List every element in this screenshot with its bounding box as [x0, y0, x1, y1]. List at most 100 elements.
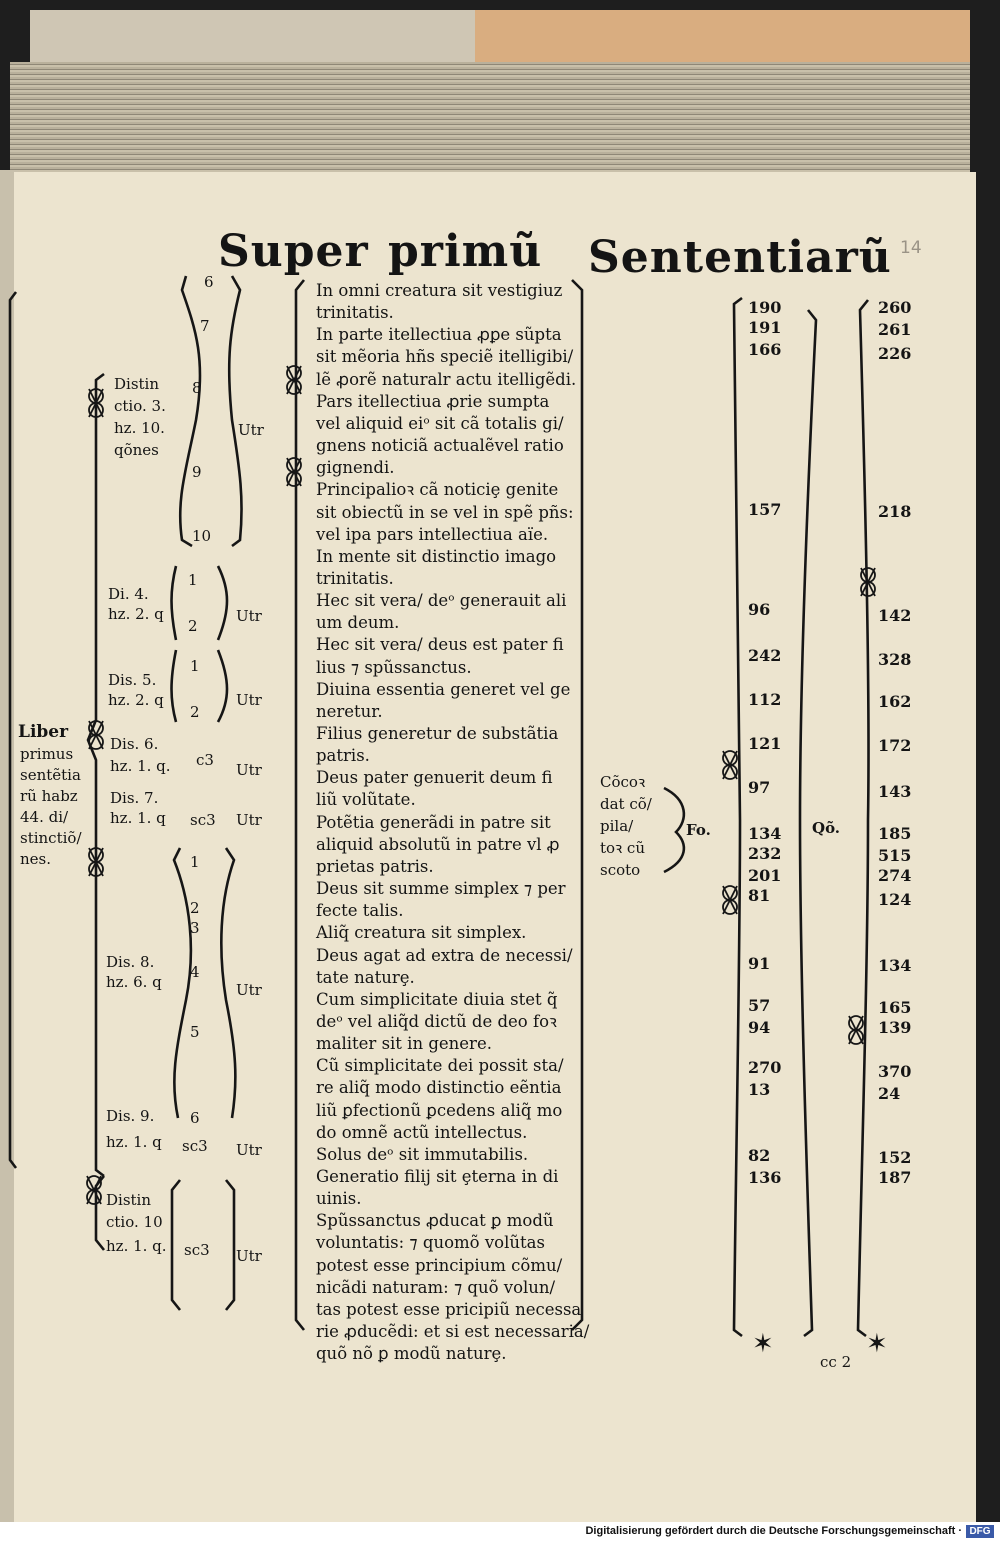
folio-number: 97	[748, 778, 771, 797]
folio-number: 57	[748, 996, 771, 1015]
distinction-line: hz. 10.	[114, 419, 165, 437]
question-line: do omnẽ actũ intellectus.	[316, 1122, 528, 1142]
question-line: Deus pater genuerit deum fi	[316, 768, 553, 788]
question-number: 139	[878, 1018, 912, 1037]
distinction-line: ctio. 3.	[114, 397, 166, 415]
liber-line: nes.	[20, 850, 52, 868]
question-line: Deus sit summe simplex ⁊ per	[316, 879, 566, 899]
question-line: tate naturȩ.	[316, 967, 415, 987]
question-number: 370	[878, 1062, 912, 1081]
question-number: 124	[878, 890, 912, 909]
header-word-super: Super	[218, 226, 369, 277]
page-paper	[14, 172, 976, 1522]
question-number: 260	[878, 298, 912, 317]
folio-number: 121	[748, 734, 782, 753]
distinction-line: Dis. 9.	[106, 1107, 155, 1125]
book-board-left	[30, 10, 475, 65]
distinction-line: hz. 2. q	[108, 605, 164, 623]
distinction-line: qõnes	[114, 441, 159, 459]
question-line: voluntatis: ⁊ quomõ volũtas	[316, 1233, 545, 1253]
question-number: 185	[878, 824, 912, 843]
question-line: In parte itellectiua ꝓꝑe sũpta	[316, 325, 562, 345]
question-line: tas potest esse pricipiũ necessa	[316, 1299, 582, 1319]
q-number: 4	[190, 963, 200, 981]
question-line: trinitatis.	[316, 568, 394, 588]
folio-number: 91	[748, 954, 771, 973]
distinction-line: hz. 6. q	[106, 973, 162, 991]
distinction-line: Distin	[106, 1191, 152, 1209]
question-number: 143	[878, 782, 912, 801]
header-word-primum: primũ	[388, 226, 543, 277]
folio-number: 82	[748, 1146, 771, 1165]
question-line: deᵒ vel aliq̃d dictũ de deo foꝛ	[316, 1011, 557, 1031]
question-line: Pars itellectiua ꝓrie sumpta	[316, 391, 550, 411]
question-line: sit mẽoria hñs speciẽ itelligibi/	[316, 347, 574, 367]
utrum-label: Utr	[236, 1141, 262, 1159]
question-line: Filius generetur de substãtia	[316, 724, 559, 743]
utrum-label: Utr	[238, 421, 264, 439]
question-line: Spũssanctus ꝓducat ꝑ modũ	[316, 1211, 554, 1231]
folio-number: 157	[748, 500, 782, 519]
header-word-sententiarum: Sententiarũ	[588, 232, 892, 283]
liber-line: stinctiõ/	[20, 829, 82, 847]
question-line: vel aliquid eiᵒ sit cã totalis gi/	[316, 413, 564, 433]
folio-number: 13	[748, 1080, 771, 1099]
question-line: Hec sit vera/ deus est pater fi	[316, 635, 564, 655]
q-number: sc3	[190, 811, 216, 829]
folio-number: 201	[748, 866, 782, 885]
question-number: 134	[878, 956, 912, 975]
question-line: potest esse principium cõmu/	[316, 1255, 563, 1275]
question-line: maliter sit in genere.	[316, 1034, 492, 1054]
folio-number: 232	[748, 844, 782, 863]
folio-number: 81	[748, 886, 771, 905]
svg-text:✶: ✶	[866, 1329, 888, 1359]
distinction-line: Dis. 8.	[106, 953, 155, 971]
book-page-edges	[10, 62, 970, 178]
utrum-label: Utr	[236, 607, 262, 625]
question-line: In omni creatura sit vestigiuz	[316, 281, 563, 300]
distinction-line: Dis. 6.	[110, 735, 159, 753]
utrum-label: Utr	[236, 691, 262, 709]
folio-number: 94	[748, 1018, 771, 1037]
question-line: Generatio filij sit ȩterna in di	[316, 1167, 559, 1186]
question-label: Qõ.	[812, 819, 841, 837]
question-line: fecte talis.	[316, 901, 404, 921]
question-number: 187	[878, 1168, 912, 1187]
q-number: sc3	[182, 1137, 208, 1155]
question-line: patris.	[316, 746, 370, 766]
question-line: rie ꝓducẽdi: et si est necessaria/	[316, 1322, 590, 1342]
question-line: In mente sit distinctio imago	[316, 546, 557, 566]
question-number: 328	[878, 650, 912, 669]
question-line: Cum simplicitate diuia stet q̃	[316, 989, 558, 1009]
distinction-line: hz. 2. q	[108, 691, 164, 709]
question-line: gignendi.	[316, 458, 395, 478]
q-number: 3	[190, 919, 200, 937]
liber-line: rũ habz	[20, 787, 78, 805]
signature-mark: cc 2	[820, 1353, 852, 1371]
question-line: trinitatis.	[316, 303, 394, 323]
q-number: 7	[200, 317, 210, 335]
folio-number: 166	[748, 340, 782, 359]
question-number: 165	[878, 998, 912, 1017]
q-number: 2	[190, 899, 200, 917]
q-number: 9	[192, 463, 202, 481]
distinction-line: hz. 1. q.	[110, 757, 171, 775]
folio-number: 270	[748, 1058, 782, 1077]
question-line: lẽ ꝓorẽ naturalr actu itelligẽdi.	[316, 369, 577, 389]
distinction-line: Dis. 7.	[110, 789, 159, 807]
utrum-label: Utr	[236, 981, 262, 999]
distinction-line: Dis. 5.	[108, 671, 157, 689]
footer-bar: Digitalisierung gefördert durch die Deut…	[0, 1522, 1000, 1542]
q-number: 10	[192, 527, 212, 545]
question-number: 515	[878, 846, 912, 865]
q-number: 8	[192, 379, 202, 397]
liber-line: Liber	[18, 722, 69, 742]
question-number: 226	[878, 344, 912, 363]
question-number: 24	[878, 1084, 901, 1103]
question-line: quõ nõ ꝑ modũ naturȩ.	[316, 1344, 507, 1364]
distinction-line: ctio. 10	[106, 1213, 163, 1231]
q-number: 1	[188, 571, 198, 589]
liber-line: 44. di/	[20, 808, 69, 826]
